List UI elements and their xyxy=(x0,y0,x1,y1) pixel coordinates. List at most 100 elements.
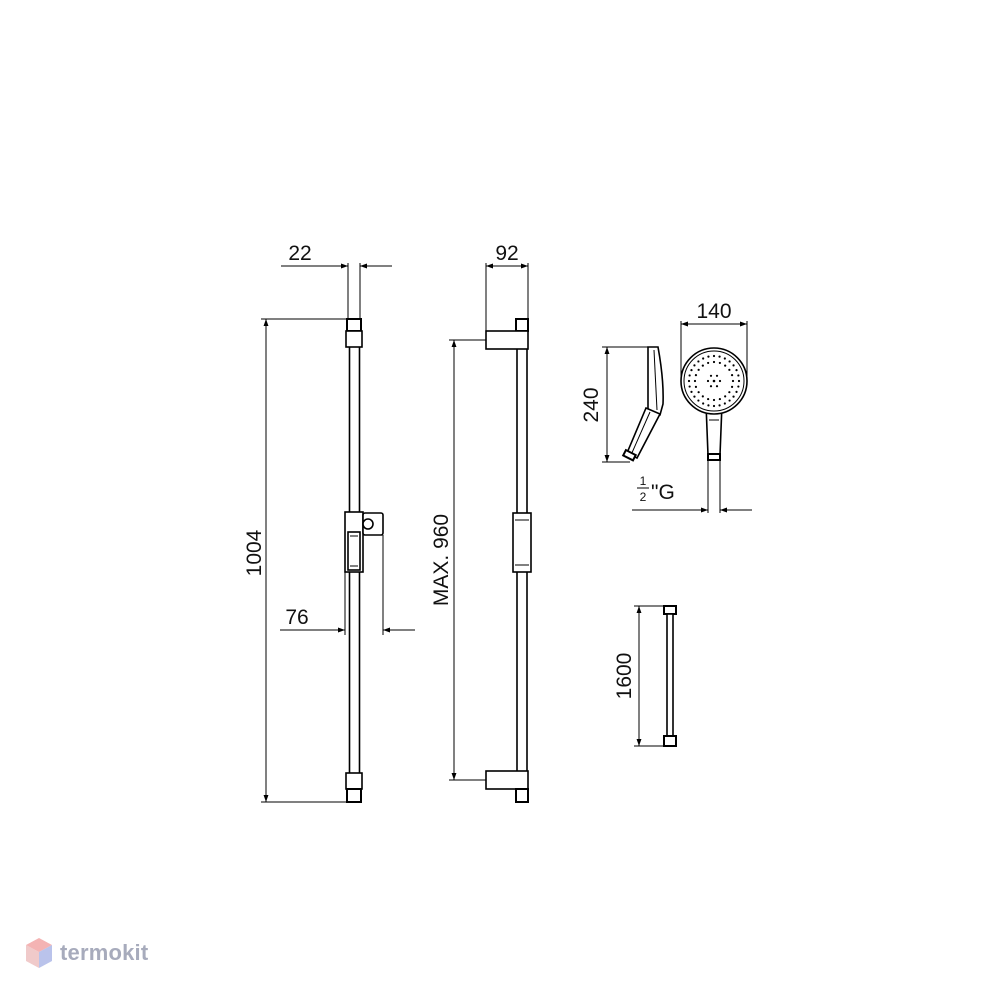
dim-rail-width: 22 xyxy=(281,242,392,319)
nozzle-dot xyxy=(697,399,700,402)
handshower-face-ring xyxy=(683,350,745,412)
nozzle-dot xyxy=(701,364,704,367)
nozzle-dot xyxy=(707,397,710,401)
nozzle-dot xyxy=(718,397,721,401)
nozzle-dot xyxy=(693,379,697,383)
nozzle-dot xyxy=(723,402,726,405)
nozzle-dot xyxy=(687,379,691,383)
nozzle-pattern xyxy=(687,354,741,408)
nozzle-dot xyxy=(724,364,727,367)
nozzle-dot xyxy=(690,369,693,372)
slider-side xyxy=(512,512,532,573)
nozzle-dot xyxy=(728,399,731,402)
nozzle-dot xyxy=(693,395,696,398)
nozzle-dot xyxy=(732,364,735,367)
rail-top-holder xyxy=(345,330,363,348)
nozzle-dot xyxy=(732,395,735,398)
slide-rail-side-view xyxy=(485,318,532,803)
thread-label: "G xyxy=(651,481,675,504)
nozzle-dot xyxy=(728,360,731,363)
swivel-knob xyxy=(362,518,374,530)
nozzle-dot xyxy=(712,398,716,402)
rail-side-top-cap xyxy=(515,318,529,332)
nozzle-dot xyxy=(730,374,734,377)
dim-thread: 1 2 "G xyxy=(632,460,752,513)
nozzle-dot xyxy=(697,368,700,371)
hose-top-nut xyxy=(663,605,677,615)
nozzle-dot xyxy=(709,385,713,388)
handshower-connector-side xyxy=(621,448,638,462)
nozzle-dot xyxy=(712,354,716,358)
nozzle-dot xyxy=(693,364,696,367)
watermark: termokit xyxy=(24,936,148,970)
hose-bottom-nut xyxy=(663,735,677,747)
nozzle-dot xyxy=(718,355,721,358)
watermark-brand: termokit xyxy=(60,940,149,965)
shower-hose xyxy=(663,605,677,747)
nozzle-dot xyxy=(731,379,735,383)
nozzle-dot xyxy=(718,379,722,383)
nozzle-dot xyxy=(737,385,740,388)
dim-max-spacing: MAX. 960 xyxy=(430,339,486,781)
rail-top-cap xyxy=(346,318,362,332)
rail-side-bottom-cap xyxy=(515,788,529,803)
nozzle-dot xyxy=(707,355,710,358)
dim-head-diameter: 140 xyxy=(680,300,748,381)
dim-handshower-length-label: 240 xyxy=(580,387,603,422)
slide-rail-front-view xyxy=(344,318,384,803)
thread-fraction-denominator: 2 xyxy=(640,490,647,504)
nozzle-dot xyxy=(723,357,726,360)
dim-rail-width-label: 22 xyxy=(288,242,311,265)
nozzle-dot xyxy=(718,404,721,407)
nozzle-dot xyxy=(707,361,710,365)
nozzle-dot xyxy=(697,360,700,363)
dim-slider-offset: 76 xyxy=(280,535,415,635)
nozzle-dot xyxy=(735,369,738,372)
nozzle-dot xyxy=(697,391,700,394)
dim-hose-length-label: 1600 xyxy=(613,653,636,700)
dim-slider-offset-label: 76 xyxy=(285,606,308,629)
nozzle-dot xyxy=(702,357,705,360)
nozzle-dot xyxy=(728,368,731,371)
nozzle-dot xyxy=(701,395,704,398)
cube-logo-icon xyxy=(26,938,52,968)
nozzle-dot xyxy=(715,374,719,377)
dim-rail-length-label: 1004 xyxy=(243,529,266,576)
rail-bottom-holder xyxy=(345,772,363,790)
nozzle-dot xyxy=(730,385,734,388)
nozzle-dot xyxy=(737,374,740,377)
thread-fraction-numerator: 1 xyxy=(640,474,647,488)
nozzle-dot xyxy=(715,385,719,388)
nozzle-dot xyxy=(718,361,721,365)
handshower-connector-front xyxy=(707,453,721,461)
nozzle-dot xyxy=(737,379,741,383)
dim-max-spacing-label: MAX. 960 xyxy=(430,514,453,606)
top-wall-bracket xyxy=(485,330,529,350)
nozzle-dot xyxy=(688,385,691,388)
dim-bracket-depth: 92 xyxy=(485,242,529,331)
dim-head-diameter-label: 140 xyxy=(696,300,731,323)
hose-body xyxy=(666,613,674,737)
nozzle-dot xyxy=(735,390,738,393)
dim-handshower-length: 240 xyxy=(580,346,648,463)
nozzle-dot xyxy=(709,374,713,377)
dim-bracket-depth-label: 92 xyxy=(495,242,518,265)
dim-hose-length: 1600 xyxy=(613,605,664,747)
nozzle-dot xyxy=(694,385,698,388)
slider-grip xyxy=(347,531,361,571)
nozzle-dot xyxy=(712,379,716,383)
nozzle-dot xyxy=(712,360,716,364)
dim-rail-length: 1004 xyxy=(243,318,347,803)
handshower-front-view xyxy=(680,347,748,461)
nozzle-dot xyxy=(690,390,693,393)
nozzle-dot xyxy=(724,395,727,398)
nozzle-dot xyxy=(688,374,691,377)
nozzle-dot xyxy=(706,379,710,383)
handshower-side-view xyxy=(621,346,664,462)
nozzle-dot xyxy=(707,404,710,407)
handshower-handle-side xyxy=(625,406,662,460)
nozzle-dot xyxy=(694,374,698,377)
nozzle-dot xyxy=(702,402,705,405)
bottom-wall-bracket xyxy=(485,770,529,790)
